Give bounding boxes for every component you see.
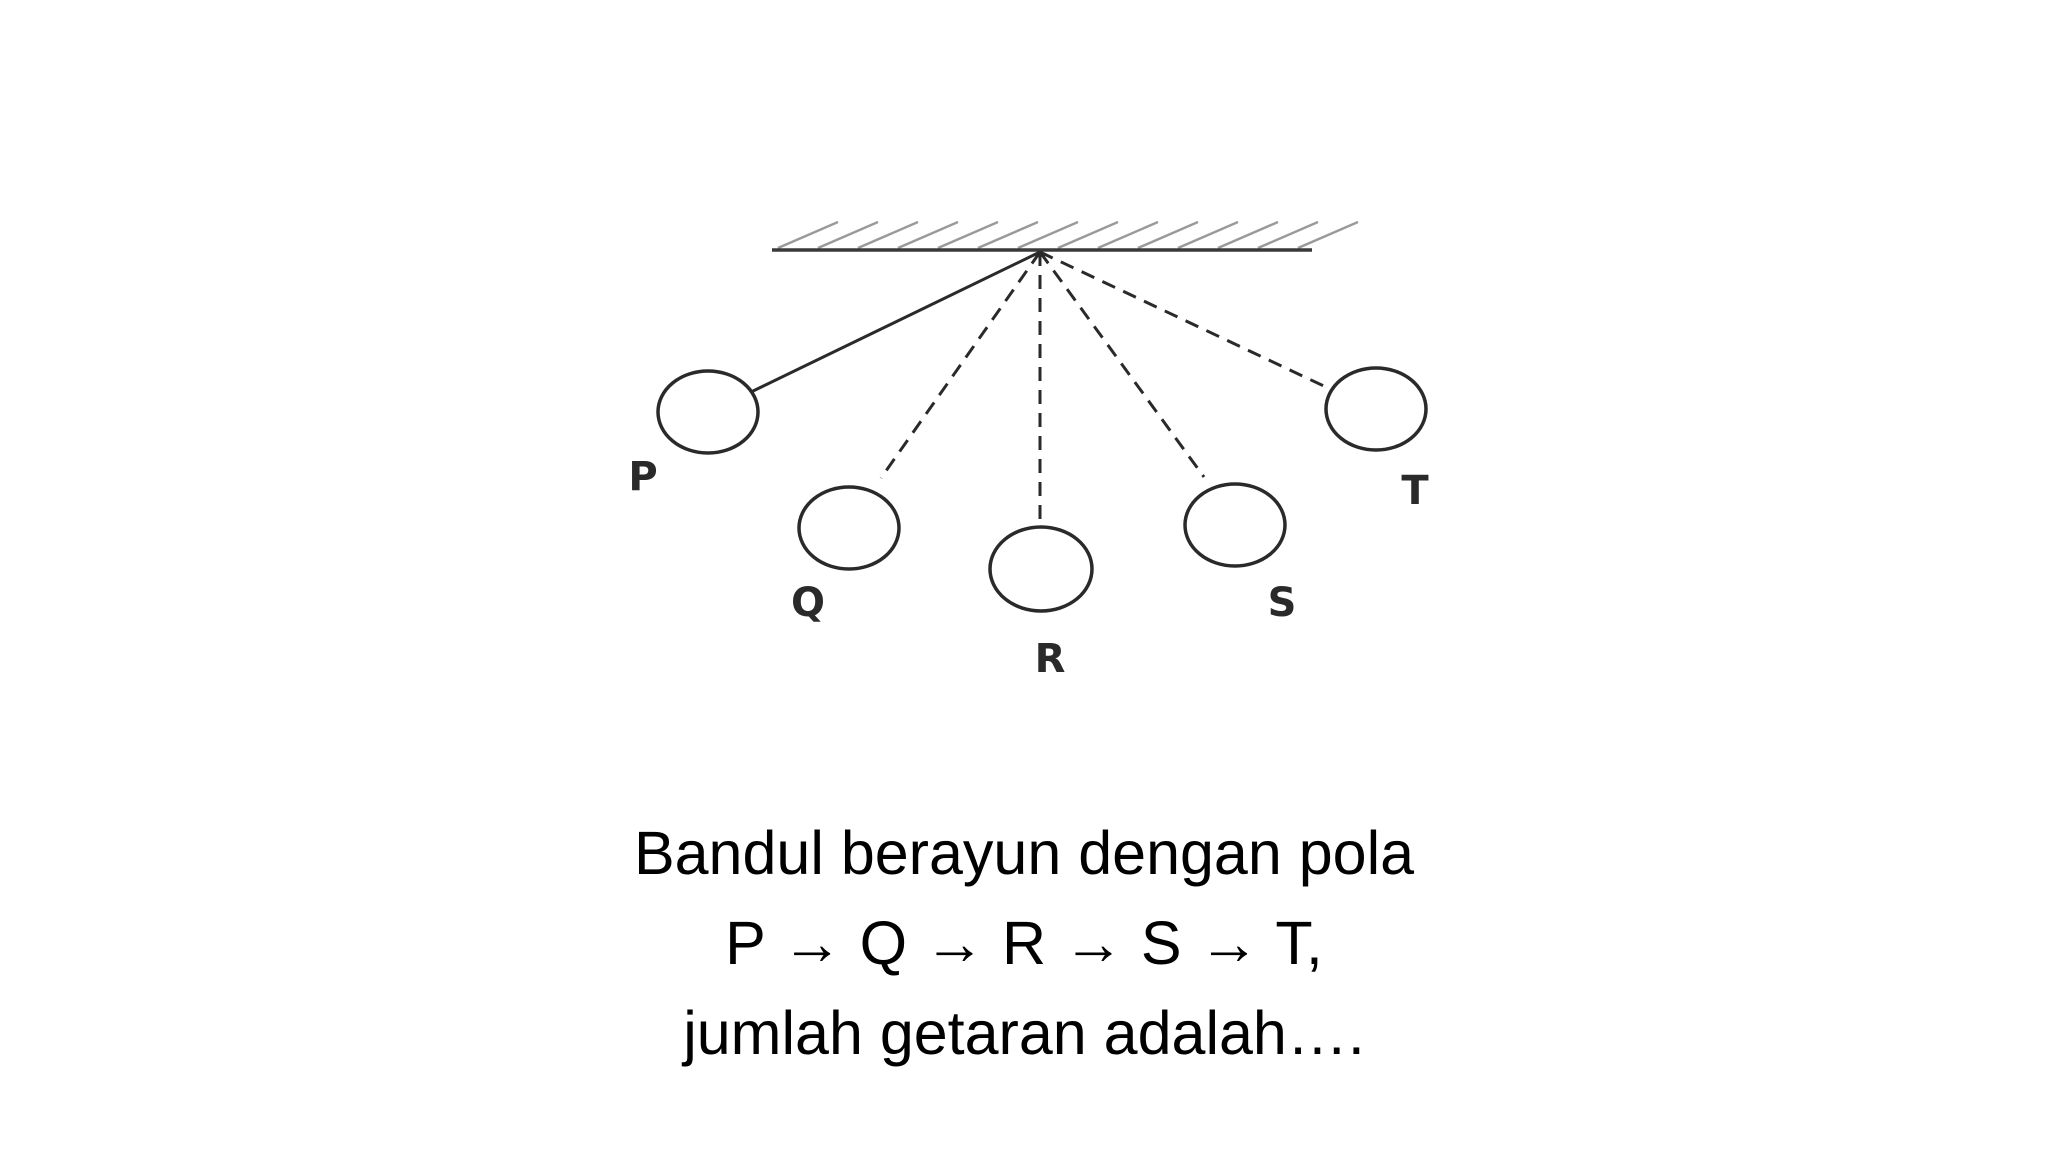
label-r: R: [1035, 636, 1066, 682]
label-p: P: [628, 454, 657, 500]
label-t: T: [1401, 468, 1429, 514]
string-t: [1039, 250, 1329, 390]
bob-t: [1324, 366, 1428, 452]
label-q: Q: [791, 580, 825, 626]
bob-s: [1183, 482, 1287, 568]
bob-q: [797, 485, 901, 571]
bob-r: [988, 525, 1094, 613]
bob-p: [656, 369, 760, 455]
question-line-3: jumlah getaran adalah….: [683, 999, 1365, 1067]
string-s: [1038, 251, 1206, 478]
question-text: Bandul berayun dengan pola P → Q → R → S…: [0, 808, 2048, 1078]
string-q: [879, 251, 1042, 479]
ceiling-hatch: [777, 220, 1359, 250]
question-line-2: P → Q → R → S → T,: [725, 909, 1323, 977]
label-s: S: [1268, 580, 1297, 626]
question-line-1: Bandul berayun dengan pola: [633, 819, 1415, 887]
string-p: [750, 250, 1041, 394]
